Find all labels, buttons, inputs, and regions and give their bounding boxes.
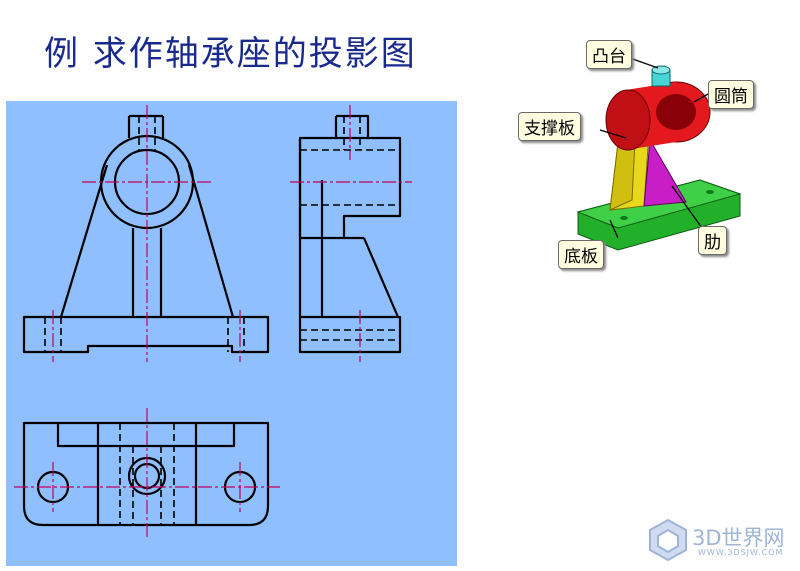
projection-panel xyxy=(6,101,457,566)
front-view xyxy=(22,114,270,354)
watermark-text: 3D世界网 xyxy=(692,526,785,550)
isometric-model xyxy=(576,57,742,251)
orthographic-drawing xyxy=(14,105,412,540)
label-rib: 肋 xyxy=(698,226,727,255)
label-cylinder: 圆筒 xyxy=(708,80,754,109)
cube-logo-icon xyxy=(649,518,687,562)
watermark-sub: WWW.3DSJW.COM xyxy=(698,548,784,557)
label-support: 支撑板 xyxy=(518,112,581,141)
label-base: 底板 xyxy=(558,240,604,269)
watermark: 3D世界网 WWW.3DSJW.COM xyxy=(648,516,798,566)
rib-shape xyxy=(643,138,687,207)
label-boss: 凸台 xyxy=(586,40,632,69)
page-title: 例 求作轴承座的投影图 xyxy=(44,34,417,74)
side-view xyxy=(298,114,402,354)
top-view xyxy=(22,421,270,527)
